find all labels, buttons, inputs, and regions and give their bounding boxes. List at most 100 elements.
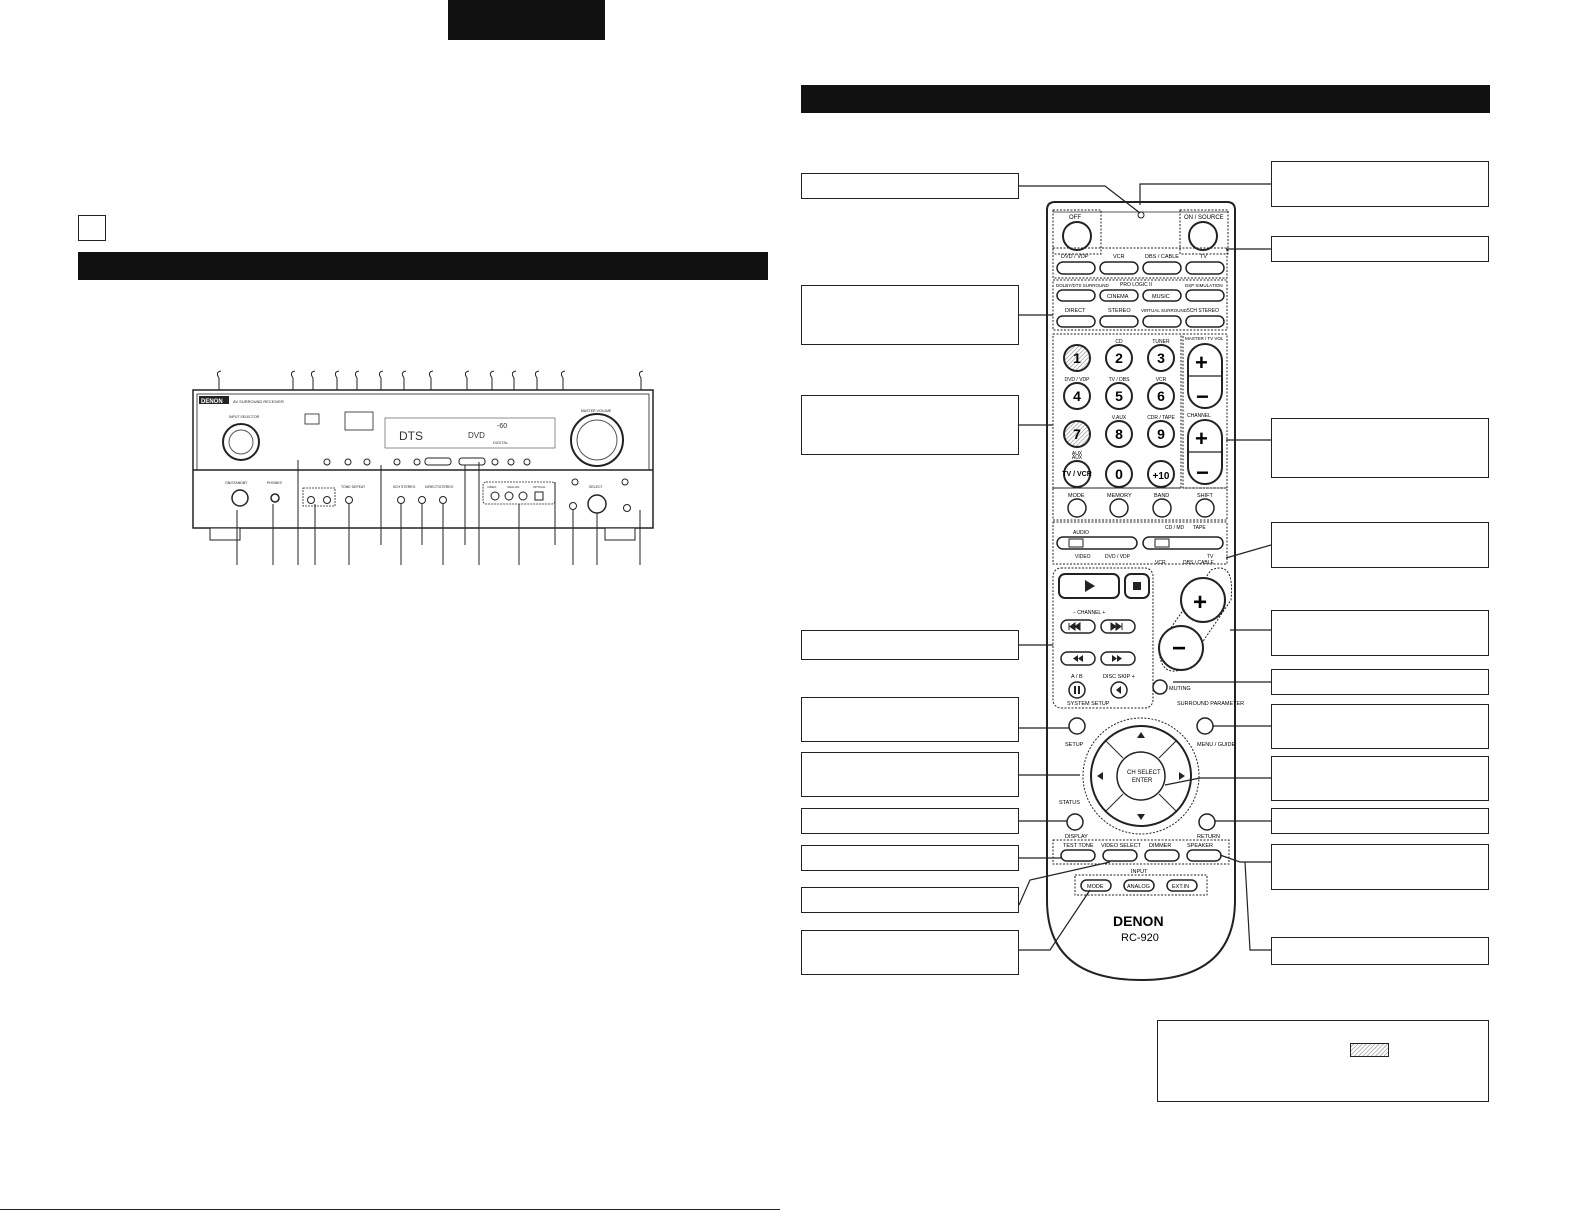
- right-section-bar: [801, 85, 1490, 113]
- remote-control: OFF ON / SOURCE DVD / VDP VCR DBS / CABL…: [1046, 201, 1244, 982]
- bottom-row-buttons: TEST TONE VIDEO SELECT DIMMER SPEAKER: [1060, 843, 1222, 862]
- off-label: OFF: [1069, 215, 1081, 221]
- display-label: DISPLAY: [1065, 834, 1088, 840]
- dbs-cable-source-button[interactable]: [1142, 261, 1182, 275]
- dimmer-label: DIMMER: [1149, 843, 1171, 849]
- number-button-8[interactable]: [1105, 420, 1133, 448]
- up-arrow-icon: [1137, 732, 1145, 738]
- direct-button[interactable]: [1056, 315, 1096, 328]
- stereo-button[interactable]: [1099, 315, 1139, 328]
- display-volume: -60: [497, 423, 507, 430]
- display-dts: DTS: [399, 429, 423, 443]
- dimmer-button[interactable]: [1144, 849, 1180, 862]
- tone-defeat-button[interactable]: [345, 496, 353, 504]
- system-setup-button[interactable]: [1068, 717, 1086, 735]
- dolby-dts-surround-button[interactable]: [1056, 289, 1096, 302]
- analog-button[interactable]: [1123, 879, 1155, 892]
- stereo-label: STEREO: [1108, 308, 1131, 314]
- master-volume-knob[interactable]: [570, 413, 624, 467]
- video-select-label: VIDEO SELECT: [1101, 843, 1142, 849]
- number-button-4[interactable]: [1063, 382, 1091, 410]
- band-button[interactable]: [1152, 498, 1172, 518]
- number-button-text: 0: [1115, 466, 1123, 482]
- mode-label: MODE: [1068, 493, 1085, 499]
- video-select-button[interactable]: [1102, 849, 1138, 862]
- callout-box-power: [1271, 161, 1489, 207]
- channel-rocker-label: CHANNEL: [1187, 413, 1211, 419]
- remote-model: RC-920: [1121, 932, 1159, 944]
- optical-jack-label: OPTICAL: [533, 485, 546, 489]
- number-button-2[interactable]: [1105, 344, 1133, 372]
- cinema-button[interactable]: [1099, 289, 1139, 302]
- callout-box-transport: [801, 630, 1019, 660]
- phones-jack[interactable]: [270, 493, 280, 503]
- direct-stereo-label: DIRECT/STEREO: [425, 485, 454, 489]
- power-button[interactable]: [231, 489, 249, 507]
- five-ch-stereo-button[interactable]: [1185, 315, 1225, 328]
- off-button[interactable]: [1062, 221, 1092, 251]
- number-button-11[interactable]: [1105, 460, 1133, 488]
- dsp-simulation-button[interactable]: [1185, 289, 1225, 302]
- aux-label: AUX: [1072, 451, 1083, 457]
- callout-box-master-volume: [1271, 610, 1489, 656]
- return-button[interactable]: [1198, 813, 1216, 831]
- memory-button[interactable]: [1109, 498, 1129, 518]
- stop-icon: [1133, 582, 1141, 590]
- number-button-source-label: DVD / VDP: [1064, 377, 1090, 383]
- master-volume-up-button[interactable]: [1180, 577, 1226, 623]
- muting-button[interactable]: [1152, 679, 1168, 695]
- callout-box-return: [1271, 808, 1489, 834]
- vcr-switch-label: VCR: [1155, 560, 1166, 566]
- dbs-cable-switch-label: DBS / CABLE: [1183, 560, 1215, 566]
- receiver-brand: DENON: [201, 399, 223, 405]
- input-mode-button[interactable]: [1080, 879, 1112, 892]
- status-button[interactable]: [1066, 813, 1084, 831]
- number-button-5[interactable]: [1105, 382, 1133, 410]
- number-button-text: 2: [1115, 350, 1123, 366]
- tv-source-button[interactable]: [1185, 261, 1225, 275]
- mode-button[interactable]: [1067, 498, 1087, 518]
- number-button-6[interactable]: [1147, 382, 1175, 410]
- number-button-text: 7: [1073, 426, 1081, 442]
- number-button-7[interactable]: [1063, 420, 1091, 448]
- music-button[interactable]: [1142, 289, 1182, 302]
- test-tone-button[interactable]: [1060, 849, 1096, 862]
- number-button-9[interactable]: [1147, 420, 1175, 448]
- down-arrow-icon: [1137, 814, 1145, 820]
- vcr-source-button[interactable]: [1099, 261, 1139, 275]
- cinema-label: CINEMA: [1107, 294, 1129, 300]
- left-section-bar: [78, 252, 768, 280]
- right-arrow-icon: [1179, 772, 1185, 780]
- number-button-10[interactable]: [1063, 460, 1091, 488]
- master-volume-down-button[interactable]: [1158, 625, 1204, 671]
- video-jack-label: VIDEO: [487, 485, 497, 489]
- master-volume-label: MASTER VOLUME: [581, 409, 612, 413]
- note-box: [1157, 1020, 1489, 1102]
- shift-button[interactable]: [1195, 498, 1215, 518]
- setup-label: SETUP: [1065, 742, 1084, 748]
- remote-ir-led: [1137, 211, 1145, 219]
- vcr-label: VCR: [1113, 254, 1125, 260]
- number-button-1[interactable]: [1063, 344, 1091, 372]
- dvd-vdp-source-button[interactable]: [1056, 261, 1096, 275]
- number-button-source-label: CDR / TAPE: [1147, 415, 1175, 421]
- number-button-text: 9: [1157, 426, 1165, 442]
- ext-in-label: EXT.IN: [1172, 884, 1189, 890]
- ext-in-button[interactable]: [1166, 879, 1198, 892]
- enter-button[interactable]: [1116, 751, 1166, 801]
- source-buttons: DVD / VDP VCR DBS / CABLE TV: [1056, 254, 1225, 275]
- virtual-surround-button[interactable]: [1142, 315, 1182, 328]
- number-button-source-label: TUNER: [1152, 339, 1170, 345]
- skip-forward-icon: [1110, 622, 1123, 631]
- speaker-label: SPEAKER: [1187, 843, 1213, 849]
- on-source-button[interactable]: [1188, 221, 1218, 251]
- number-button-12[interactable]: [1147, 460, 1175, 488]
- pause-button[interactable]: [1068, 681, 1086, 699]
- number-button-3[interactable]: [1147, 344, 1175, 372]
- skip-back-icon: [1068, 622, 1081, 631]
- dvd-vdp-label: DVD / VDP: [1061, 254, 1089, 260]
- callout-box-input-source: [801, 395, 1019, 455]
- header-black-box: [448, 0, 605, 40]
- number-button-text: +10: [1153, 471, 1170, 482]
- input-selector-knob[interactable]: [222, 423, 260, 461]
